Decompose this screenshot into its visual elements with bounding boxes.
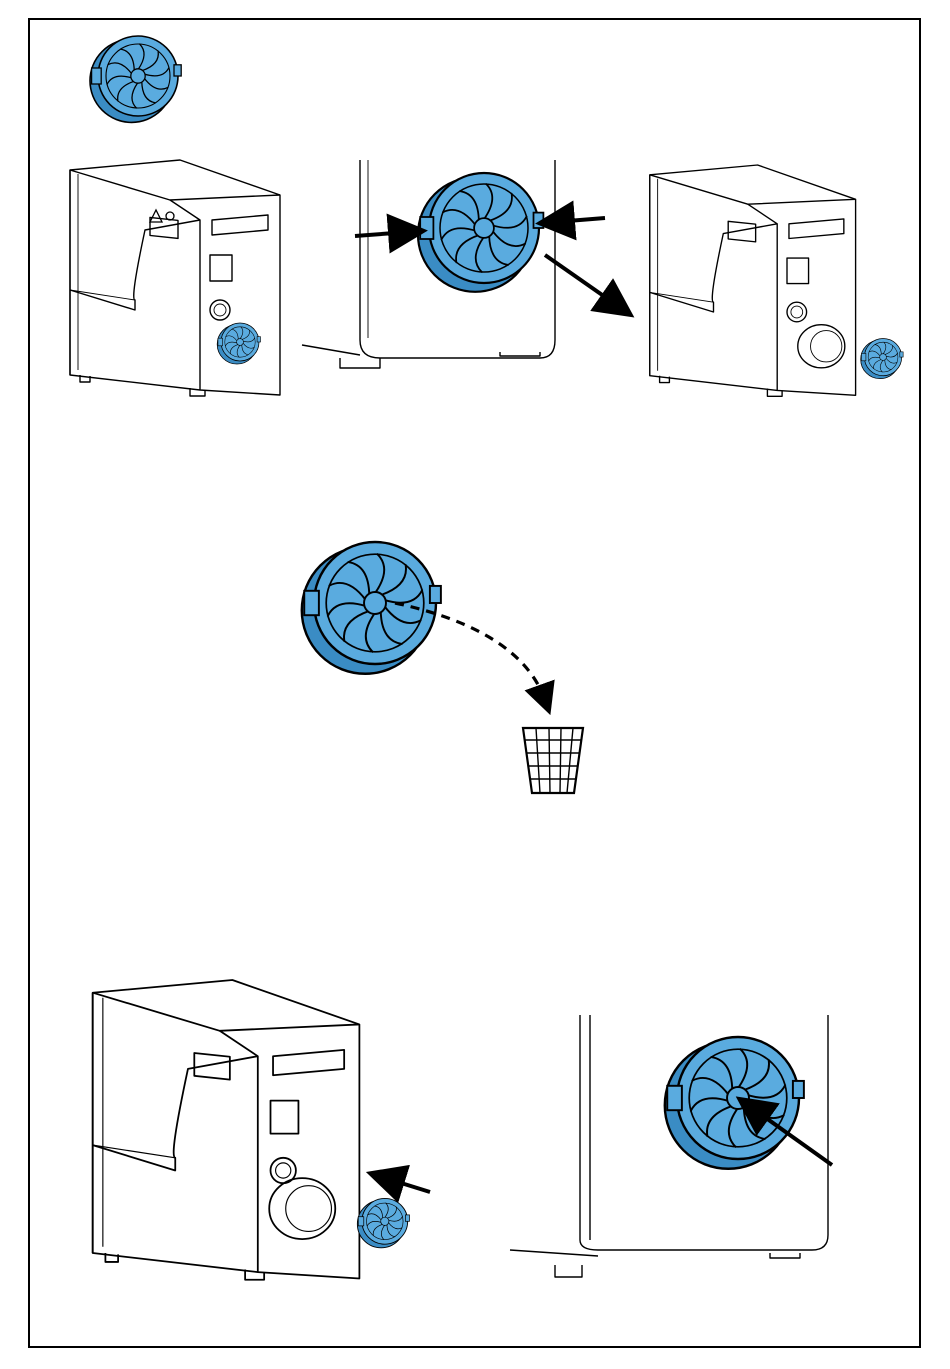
fan-filter-icon bbox=[217, 323, 260, 364]
fan-filter-icon bbox=[302, 542, 441, 674]
warning-triangle-icon bbox=[150, 210, 162, 222]
power-symbol-icon bbox=[166, 212, 174, 220]
printer-filter-removed bbox=[650, 165, 903, 396]
arrow-icon bbox=[355, 232, 408, 236]
printer-with-filter bbox=[70, 160, 280, 396]
fan-filter-icon bbox=[357, 1198, 409, 1247]
arrow-icon bbox=[385, 1178, 430, 1192]
fan-filter-icon bbox=[861, 338, 903, 378]
arrow-icon bbox=[545, 255, 618, 306]
printer-new-filter bbox=[93, 980, 410, 1280]
arrow-icon bbox=[555, 218, 605, 222]
filter-install-view bbox=[510, 1015, 832, 1277]
fan-filter-icon bbox=[90, 36, 181, 122]
fan-filter-icon bbox=[665, 1037, 804, 1169]
fan-filter-icon bbox=[418, 173, 543, 292]
waste-basket-icon bbox=[523, 728, 583, 793]
filter-disposal-view bbox=[302, 542, 583, 793]
filter-removal-view bbox=[302, 160, 618, 368]
